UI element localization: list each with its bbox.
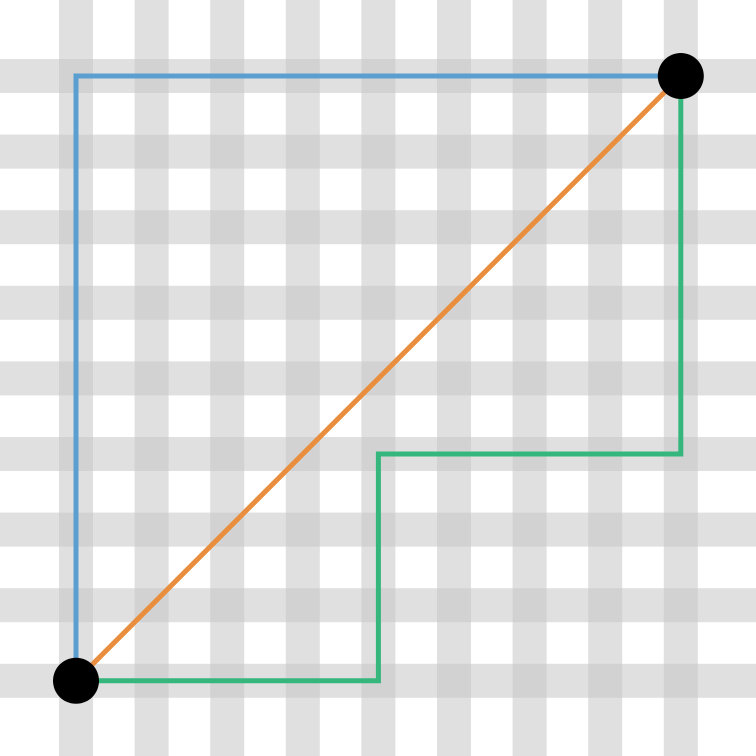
start-point bbox=[53, 657, 99, 704]
horizontal-grid-band bbox=[0, 134, 756, 169]
end-point bbox=[657, 53, 704, 99]
horizontal-grid-band bbox=[0, 285, 756, 320]
route-paths bbox=[73, 73, 684, 684]
blue-path bbox=[73, 73, 681, 681]
endpoint-markers bbox=[53, 53, 704, 704]
horizontal-grid-band bbox=[0, 210, 756, 245]
green-path bbox=[76, 76, 684, 684]
orange-path bbox=[74, 74, 683, 683]
